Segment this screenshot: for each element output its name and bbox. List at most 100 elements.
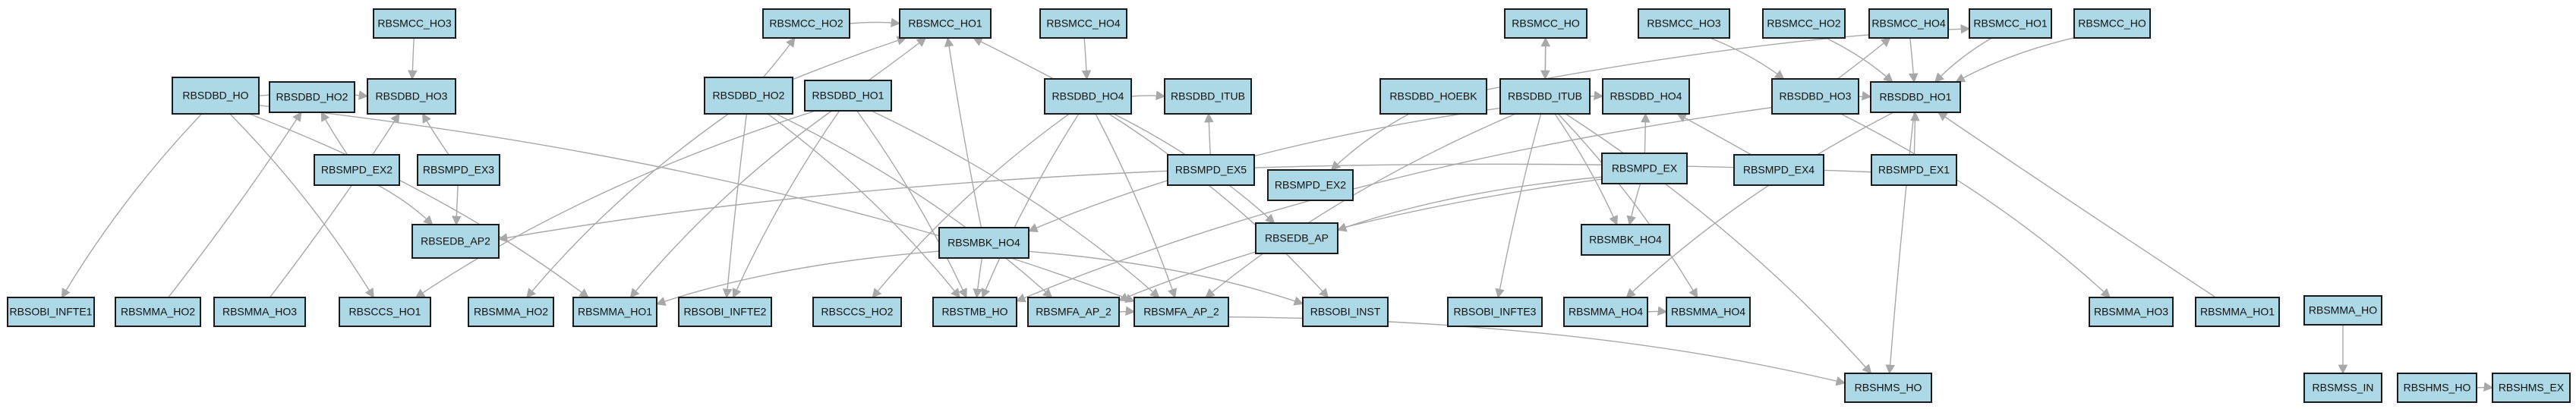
- graph-node[interactable]: RBSOBI_INFTE2: [678, 297, 772, 327]
- graph-node[interactable]: RBSDBD_HOEBK: [1379, 78, 1487, 115]
- graph-node[interactable]: RBSMCC_HO4: [1039, 8, 1127, 39]
- dependency-edge: [377, 184, 434, 225]
- graph-node[interactable]: RBSMMA_HO2: [468, 297, 554, 327]
- graph-node[interactable]: RBSMPD_EX2: [1267, 169, 1354, 201]
- graph-node[interactable]: RBSMMA_HO3: [213, 297, 306, 327]
- dependency-edge: [973, 37, 1055, 80]
- graph-node[interactable]: RBSMCC_HO: [1504, 8, 1588, 39]
- graph-node[interactable]: RBSMMA_HO: [2303, 295, 2382, 326]
- dependency-edge: [1885, 112, 1915, 375]
- svg-text:RBSMMA_HO3: RBSMMA_HO3: [222, 306, 297, 318]
- graph-node[interactable]: RBSDBD_HO3: [367, 78, 456, 115]
- dependency-edge: [849, 17, 901, 27]
- graph-node[interactable]: RBSMMA_HO4: [1563, 297, 1648, 327]
- graph-node[interactable]: RBSDBD_HO: [172, 77, 260, 115]
- svg-text:RBSDBD_HO4: RBSDBD_HO4: [1052, 90, 1124, 102]
- dependency-edge: [422, 112, 449, 156]
- graph-node[interactable]: RBSMCC_HO3: [373, 8, 456, 39]
- svg-text:RBSDBD_HO1: RBSDBD_HO1: [1880, 91, 1952, 103]
- graph-node[interactable]: RBSOBI_INST: [1302, 297, 1389, 327]
- dependency-edge: [1825, 37, 1893, 83]
- dependency-edge: [1118, 178, 1603, 302]
- graph-node[interactable]: RBSDBD_HO2: [269, 81, 355, 113]
- dependency-edge: [408, 37, 418, 80]
- graph-node[interactable]: RBSMMA_HO2: [115, 297, 201, 327]
- dependency-edge: [2476, 382, 2494, 392]
- graph-node[interactable]: RBSDBD_ITUB: [1499, 78, 1591, 115]
- graph-node[interactable]: RBSMPD_EX3: [417, 154, 500, 186]
- graph-node[interactable]: RBSMPD_EX5: [1167, 154, 1255, 186]
- graph-node[interactable]: RBSMFA_AP_2: [1134, 297, 1229, 327]
- graph-node[interactable]: RBSMPD_EX2: [314, 154, 400, 186]
- graph-node[interactable]: RBSOBI_INFTE1: [7, 297, 95, 327]
- graph-node[interactable]: RBSMCC_HO2: [1762, 8, 1846, 39]
- svg-text:RBSEDB_AP: RBSEDB_AP: [1265, 232, 1329, 244]
- graph-node[interactable]: RBSDBD_HO2: [704, 77, 793, 115]
- dependency-edge: [944, 36, 982, 228]
- graph-node[interactable]: RBSMMA_HO3: [2089, 297, 2174, 327]
- dependency-edge: [1081, 37, 1092, 80]
- dependency-edge: [1955, 37, 2075, 83]
- graph-node[interactable]: RBSMSS_IN: [2303, 373, 2382, 403]
- dependency-edge: [526, 113, 730, 298]
- dependency-edge: [1557, 113, 1698, 299]
- graph-node[interactable]: RBSHMS_HO: [1844, 373, 1932, 403]
- graph-node[interactable]: RBSEDB_AP2: [411, 224, 500, 259]
- graph-node[interactable]: RBSHMS_HO: [2397, 373, 2477, 403]
- graph-node[interactable]: RBSMBK_HO4: [1581, 224, 1670, 256]
- graph-node[interactable]: RBSMCC_HO2: [762, 8, 850, 39]
- dependency-edge: [415, 110, 816, 298]
- dependency-edge: [762, 36, 796, 78]
- graph-node[interactable]: RBSTMB_HO: [932, 297, 1017, 327]
- svg-text:RBSDBD_ITUB: RBSDBD_ITUB: [1171, 90, 1245, 102]
- dependency-edge: [229, 113, 374, 299]
- graph-node[interactable]: RBSMCC_HO: [2073, 8, 2151, 39]
- graph-node[interactable]: RBSCCS_HO1: [339, 297, 431, 327]
- graph-node[interactable]: RBSMPD_EX4: [1733, 154, 1824, 186]
- dependency-edge: [775, 113, 1053, 298]
- graph-node[interactable]: RBSMPD_EX1: [1871, 154, 1957, 186]
- dependency-edge: [1028, 250, 1304, 306]
- svg-text:RBSDBD_HO2: RBSDBD_HO2: [713, 90, 785, 102]
- dependency-edge: [1204, 112, 1214, 156]
- dependency-edge: [1908, 37, 1919, 83]
- dependency-edge: [249, 113, 589, 298]
- svg-text:RBSMCC_HO: RBSMCC_HO: [2078, 17, 2146, 30]
- svg-text:RBSMCC_HO1: RBSMCC_HO1: [908, 17, 982, 30]
- graph-node[interactable]: RBSHMS_EX: [2492, 373, 2571, 403]
- svg-text:RBSMMA_HO1: RBSMMA_HO1: [578, 306, 652, 318]
- graph-node[interactable]: RBSMCC_HO1: [1969, 8, 2052, 39]
- graph-node[interactable]: RBSDBD_HO4: [1602, 78, 1690, 115]
- graph-node[interactable]: RBSDBD_HO3: [1771, 78, 1859, 115]
- graph-node[interactable]: RBSMCC_HO1: [899, 8, 992, 39]
- graph-node[interactable]: RBSDBD_HO4: [1044, 78, 1132, 115]
- graph-node[interactable]: RBSMMA_HO4: [1666, 297, 1751, 327]
- dependency-edge: [61, 113, 203, 299]
- graph-node[interactable]: RBSOBI_INFTE3: [1447, 297, 1543, 327]
- dependency-edge: [258, 105, 1136, 303]
- graph-node[interactable]: RBSMCC_HO4: [1868, 8, 1949, 39]
- dependency-edge: [1205, 113, 1516, 298]
- graph-node[interactable]: RBSEDB_AP: [1255, 222, 1338, 254]
- svg-text:RBSMMA_HO4: RBSMMA_HO4: [1569, 306, 1643, 318]
- svg-text:RBSMPD_EX2: RBSMPD_EX2: [1275, 179, 1346, 191]
- svg-text:RBSMBK_HO4: RBSMBK_HO4: [947, 237, 1020, 249]
- graph-node[interactable]: RBSMPD_EX: [1601, 153, 1688, 184]
- svg-text:RBSMMA_HO3: RBSMMA_HO3: [2094, 306, 2168, 318]
- graph-node[interactable]: RBSMCC_HO3: [1638, 8, 1730, 39]
- graph-node[interactable]: RBSCCS_HO2: [812, 297, 902, 327]
- graph-node[interactable]: RBSDBD_ITUB: [1164, 78, 1252, 115]
- graph-node[interactable]: RBSMFA_AP_2: [1027, 297, 1120, 327]
- dependency-edge: [767, 113, 960, 298]
- dependency-edge: [1095, 113, 1177, 299]
- svg-text:RBSMCC_HO3: RBSMCC_HO3: [377, 17, 451, 30]
- graph-node[interactable]: RBSDBD_HO1: [1870, 81, 1961, 113]
- graph-node[interactable]: RBSMMA_HO1: [572, 297, 657, 327]
- svg-text:RBSMMA_HO1: RBSMMA_HO1: [2200, 306, 2275, 318]
- dependency-edge: [1910, 111, 1920, 156]
- graph-node[interactable]: RBSDBD_HO1: [804, 80, 892, 112]
- dependency-edge: [1937, 112, 2216, 298]
- dependency-edge: [1108, 113, 1329, 298]
- graph-node[interactable]: RBSMMA_HO1: [2195, 297, 2280, 327]
- graph-node[interactable]: RBSMBK_HO4: [938, 227, 1029, 259]
